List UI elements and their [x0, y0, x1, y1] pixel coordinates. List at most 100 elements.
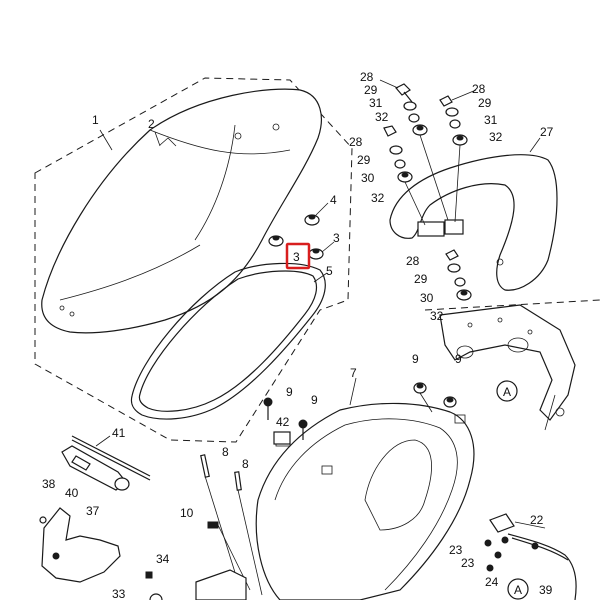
- callout-8: 8: [242, 457, 249, 471]
- callout-23: 23: [449, 543, 463, 557]
- callout-29: 29: [478, 96, 492, 110]
- tool-kit-40[interactable]: [61, 445, 130, 491]
- callout-39: 39: [539, 583, 553, 597]
- callout-29: 29: [357, 153, 371, 167]
- washer-29-left-upper[interactable]: [403, 101, 417, 111]
- bolt-28-left-mid[interactable]: [383, 125, 397, 137]
- callout-9: 9: [286, 385, 293, 399]
- callout-5: 5: [326, 264, 333, 278]
- callout-7: 7: [350, 366, 357, 380]
- callout-4: 4: [330, 193, 337, 207]
- damper-32-left-lower[interactable]: [397, 171, 413, 183]
- callout-22: 22: [530, 513, 544, 527]
- callout-28: 28: [360, 70, 374, 84]
- leader-left-stack-2: [404, 181, 426, 226]
- cover-37[interactable]: [41, 507, 121, 583]
- callout-10: 10: [180, 506, 194, 520]
- callout-28: 28: [349, 135, 363, 149]
- bolt-9-d[interactable]: [443, 396, 457, 408]
- seat[interactable]: [41, 88, 322, 334]
- bolt-28-lower[interactable]: [445, 249, 459, 261]
- callout-32: 32: [371, 191, 385, 205]
- callout-1: 1: [92, 113, 99, 127]
- bolt-9-c[interactable]: [413, 382, 427, 394]
- callout-leaders: [95, 79, 546, 529]
- callout-3-highlighted: 3: [293, 250, 300, 264]
- damper-32-lower[interactable]: [456, 289, 472, 301]
- callout-30: 30: [420, 291, 434, 305]
- leader-8b: [237, 489, 263, 596]
- callout-40: 40: [65, 486, 79, 500]
- collar-30-left[interactable]: [394, 159, 406, 169]
- part-33[interactable]: [149, 593, 163, 600]
- callout-3: 3: [333, 231, 340, 245]
- damper-32-left-upper[interactable]: [412, 124, 428, 136]
- damper-32-right-upper[interactable]: [452, 134, 468, 146]
- bolt-9-b[interactable]: [298, 419, 308, 440]
- callout-28: 28: [472, 82, 486, 96]
- leader-left-stack: [419, 134, 449, 221]
- callout-29: 29: [364, 83, 378, 97]
- leader-9c: [419, 392, 433, 413]
- callout-2: 2: [148, 117, 155, 131]
- callout-9: 9: [412, 352, 419, 366]
- callout-31: 31: [369, 96, 383, 110]
- bracket-bottom[interactable]: [195, 569, 247, 600]
- collar-31-right[interactable]: [449, 119, 461, 129]
- clip-8-b[interactable]: [234, 471, 242, 491]
- nut-24[interactable]: [486, 564, 494, 572]
- callout-32: 32: [430, 309, 444, 323]
- seat-lock-22[interactable]: [489, 513, 515, 544]
- callout-24: 24: [485, 575, 499, 589]
- callout-42: 42: [276, 415, 290, 429]
- callout-38: 38: [42, 477, 56, 491]
- callout-29: 29: [414, 272, 428, 286]
- callout-30: 30: [361, 171, 375, 185]
- callout-27: 27: [540, 125, 554, 139]
- rear-frame-bracket[interactable]: [439, 304, 576, 431]
- bolt-28-right-upper[interactable]: [439, 95, 453, 107]
- callout-34: 34: [156, 552, 170, 566]
- callout-23: 23: [461, 556, 475, 570]
- damper-3-right[interactable]: [308, 248, 324, 260]
- callout-9: 9: [455, 352, 462, 366]
- view-marker-a-lower-label: A: [514, 583, 522, 597]
- nut-23-a[interactable]: [484, 539, 492, 547]
- damper-4[interactable]: [304, 214, 320, 226]
- clip-8-a[interactable]: [200, 454, 210, 478]
- callout-37: 37: [86, 504, 100, 518]
- washer-29-right-upper[interactable]: [445, 107, 459, 117]
- nut-23-b[interactable]: [494, 551, 502, 559]
- rear-carrier[interactable]: [389, 154, 558, 291]
- seat-seal[interactable]: [130, 262, 326, 420]
- callout-9: 9: [311, 393, 318, 407]
- tool-41[interactable]: [71, 435, 151, 481]
- label-42[interactable]: [273, 431, 291, 445]
- view-marker-a-upper: A: [496, 380, 518, 402]
- washer-29-left-mid[interactable]: [389, 145, 403, 155]
- callout-33: 33: [112, 587, 126, 600]
- screw-38[interactable]: [39, 516, 47, 524]
- callout-32: 32: [489, 130, 503, 144]
- callout-32: 32: [375, 110, 389, 124]
- bolt-9-a[interactable]: [263, 397, 273, 420]
- callout-28: 28: [406, 254, 420, 268]
- washer-29-lower[interactable]: [447, 263, 461, 273]
- highlight-box: [285, 242, 311, 270]
- storage-box[interactable]: [255, 402, 475, 600]
- bolt-28-left-upper[interactable]: [395, 83, 413, 103]
- damper-3-left[interactable]: [268, 235, 284, 247]
- callout-labels: 1 2 4 3 3 5 7 27 28 29 31 32 28 29 30 32…: [42, 70, 554, 600]
- callout-31: 31: [484, 113, 498, 127]
- view-marker-a-upper-label: A: [503, 385, 511, 399]
- seat-assembly-boundary: [34, 77, 353, 443]
- leader-right-stack: [454, 144, 461, 223]
- bolt-34[interactable]: [145, 571, 153, 579]
- collar-30-lower[interactable]: [454, 277, 466, 287]
- bracket-dash-line: [424, 299, 600, 311]
- bolt-10[interactable]: [207, 521, 219, 529]
- collar-31-left[interactable]: [408, 113, 420, 123]
- cable-39[interactable]: [507, 533, 577, 600]
- callout-8: 8: [222, 445, 229, 459]
